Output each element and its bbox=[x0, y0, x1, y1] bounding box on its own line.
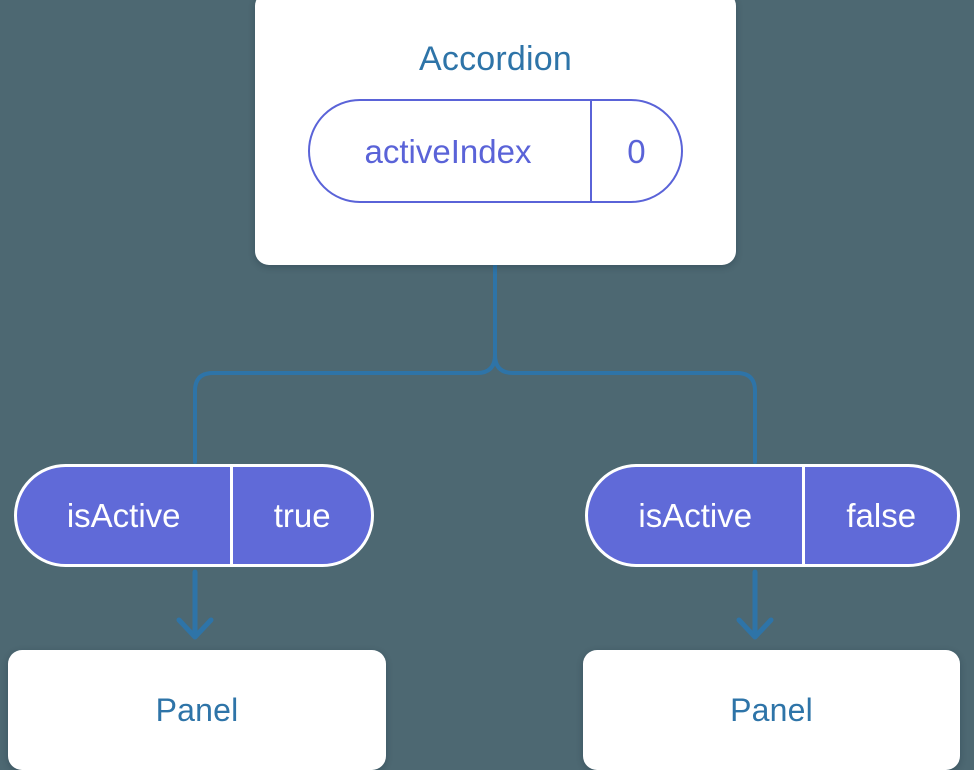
prop-pill-is-active-right-key: isActive bbox=[638, 497, 753, 534]
panel-node-card-right[interactable]: Panel bbox=[583, 650, 960, 770]
accordion-node-card[interactable]: Accordion activeIndex 0 bbox=[255, 0, 736, 265]
prop-pill-is-active-right[interactable]: isActive false bbox=[585, 464, 960, 567]
prop-pill-is-active-left[interactable]: isActive true bbox=[14, 464, 374, 567]
accordion-node-title: Accordion bbox=[419, 40, 572, 78]
connector-fork-right bbox=[493, 353, 757, 464]
prop-pill-is-active-left-key: isActive bbox=[66, 497, 181, 534]
arrow-head-right-icon bbox=[736, 617, 774, 640]
panel-node-title-left: Panel bbox=[155, 691, 239, 728]
state-pill-active-index-key: activeIndex bbox=[364, 132, 532, 170]
panel-node-title-right: Panel bbox=[730, 691, 813, 728]
prop-pill-is-active-right-value: false bbox=[802, 467, 957, 564]
connector-fork-left bbox=[193, 353, 497, 464]
state-pill-active-index[interactable]: activeIndex 0 bbox=[308, 99, 683, 203]
arrow-head-left-icon bbox=[176, 617, 214, 640]
panel-node-card-left[interactable]: Panel bbox=[8, 650, 386, 770]
prop-pill-is-active-left-value: true bbox=[230, 467, 371, 564]
state-pill-active-index-value: 0 bbox=[589, 101, 681, 201]
